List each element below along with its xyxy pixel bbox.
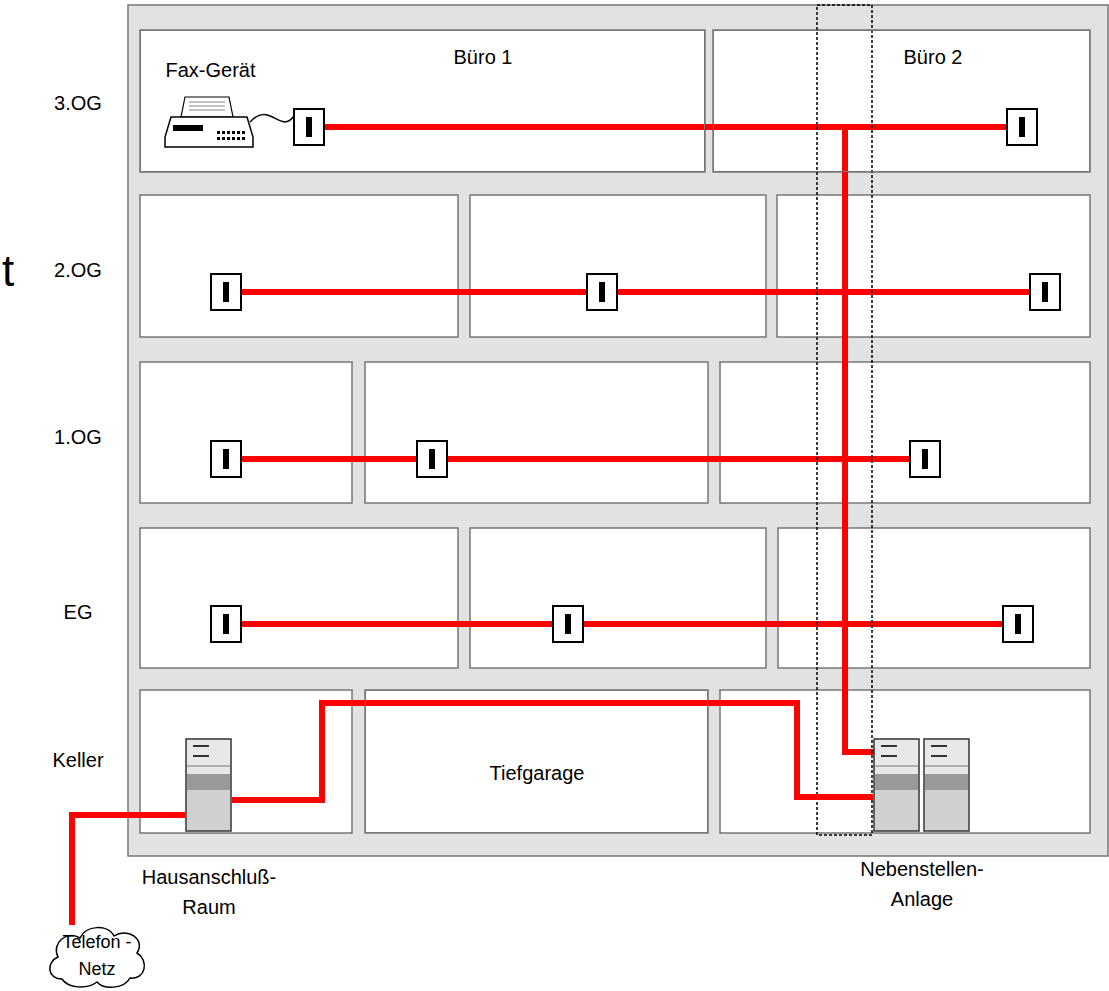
fax-key [232,137,235,140]
room [720,362,1090,503]
node-label: Nebenstellen- Anlage [842,854,1002,914]
wall-outlet [417,441,447,477]
phone-cable [232,703,873,800]
room [140,528,458,668]
floor-label: 1.OG [54,425,102,449]
tower-case [874,739,919,831]
room [365,362,708,503]
room [470,528,766,668]
drive-slot [881,745,897,747]
drive-slot [193,755,209,757]
outlets [211,109,1060,642]
riser-line [845,127,874,752]
tower-band [925,774,968,790]
server-unit: Hausanschluß- Raum [185,738,232,832]
fax-device: Fax-Gerät [157,58,265,153]
fax-body [165,117,253,147]
node-label: Büro 2 [853,45,1013,69]
paper-text [189,105,225,106]
room-box: Büro 2 [713,30,1090,172]
room [140,30,705,172]
cloud-path [50,928,145,988]
node-label: Tiefgarage [457,761,617,785]
fax-key [227,137,230,140]
fax-paper [181,97,233,117]
fax-key [237,131,240,134]
floor-label: EG [64,600,93,624]
fax-key [227,131,230,134]
room [713,30,1090,172]
paper-text [189,109,225,110]
room [777,195,1090,337]
node-label: Telefon -Netz [57,929,137,983]
tower-lower [187,790,230,830]
fax-key [242,137,245,140]
room-box: Tiefgarage [365,690,708,833]
cloud-shape: Telefon -Netz [44,922,150,990]
room [720,690,1090,833]
paper-slot [173,125,203,131]
room [365,690,708,833]
fax-key [217,131,220,134]
phone-line [226,289,1045,295]
tower-lower [875,790,918,830]
fax-key [237,137,240,140]
phone-line [226,621,1018,627]
tower-case [186,739,231,831]
fax-key [222,131,225,134]
fax-icon [163,95,255,152]
panel-line [875,766,918,767]
phone-line [226,456,925,462]
pbx-unit: Nebenstellen- Anlage [873,738,970,833]
cable-shaft [817,5,872,835]
wall-outlet [211,274,241,310]
wall-outlet [1030,274,1060,310]
phone-lines [226,127,1045,752]
wall-outlet [211,606,241,642]
room [140,362,352,503]
fax-key [232,131,235,134]
fax-key [217,137,220,140]
panel-line [187,766,230,767]
wall-outlet [553,606,583,642]
tower-lower [925,790,968,830]
wall-outlet [587,274,617,310]
floor-label: 2.OG [54,258,102,282]
server-icon [185,738,232,832]
node-label: Fax-Gerät [157,58,265,82]
panel-line [925,766,968,767]
fax-key [222,137,225,140]
floor-label: Keller [52,748,103,772]
wall-outlet [211,441,241,477]
paper-text [189,101,225,102]
drive-slot [931,745,947,747]
cut-off-text: t [2,244,14,297]
room [778,528,1090,668]
node-label: Hausanschluß- Raum [129,862,289,922]
wall-outlet [1003,606,1033,642]
drive-slot [881,755,897,757]
room [470,195,766,337]
building [128,5,1108,856]
server-icon [873,738,970,833]
drive-slot [931,755,947,757]
fax-cable [250,114,294,122]
room-box: Fax-Gerät Büro 1 [140,30,705,172]
phone-line [309,124,1022,130]
wall-outlet [294,109,324,145]
tower-band [875,774,918,790]
fax-key [242,131,245,134]
room [140,195,458,337]
tower-case [924,739,969,831]
node-label: Büro 1 [403,45,563,69]
rooms [140,30,1090,833]
drive-slot [193,745,209,747]
wall-outlet [1007,109,1037,145]
floor-label: 3.OG [54,91,102,115]
wall-outlet [910,441,940,477]
tower-band [187,774,230,790]
